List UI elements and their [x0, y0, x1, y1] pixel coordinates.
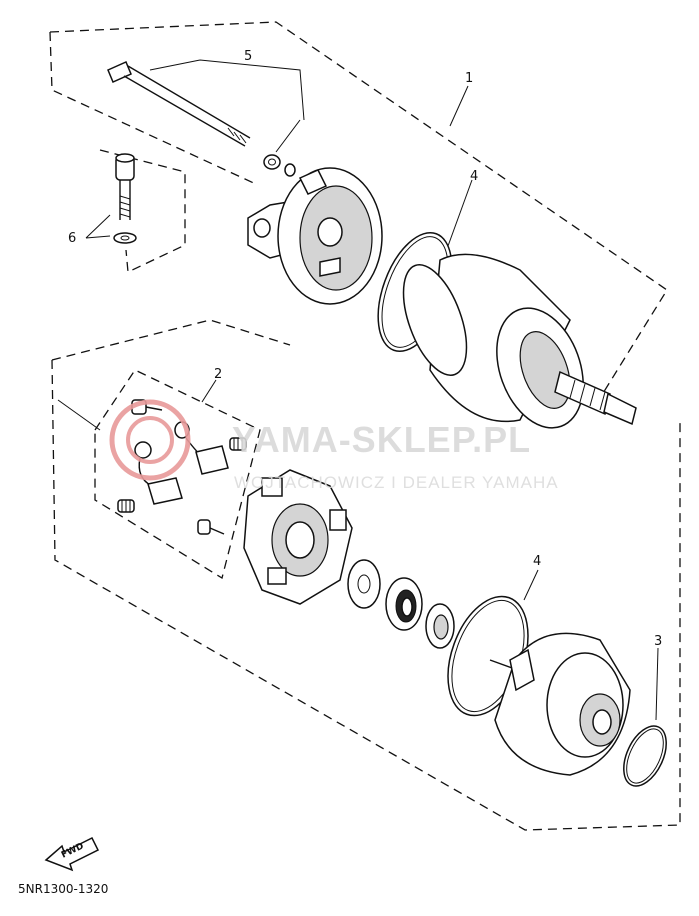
- cap-screw: [115, 153, 135, 220]
- callout-3: 3: [654, 634, 662, 649]
- yoke-and-armature: [402, 253, 637, 429]
- callout-labels: 1 2 3 4 4 5 6: [68, 49, 662, 649]
- assembly-outline-lower: [51, 319, 681, 831]
- rear-cover: [489, 632, 631, 776]
- watermark-sub-text: WOJTACHOWICZ I DEALER YAMAHA: [234, 473, 559, 492]
- watermark-logo: [109, 399, 191, 481]
- fwd-direction-badge: FWD: [44, 836, 100, 872]
- callout-4-upper: 4: [470, 169, 478, 184]
- thrust-washer: [347, 559, 381, 609]
- bearing-small: [425, 603, 455, 649]
- brush-holder-plate: [243, 469, 353, 605]
- watermark: YAMA-SKLEP.PL WOJTACHOWICZ I DEALER YAMA…: [109, 399, 559, 492]
- callout-6: 6: [68, 231, 76, 246]
- bolt-o-ring: [284, 163, 296, 177]
- callout-1: 1: [465, 71, 473, 86]
- assembly-outline-upper: [49, 21, 668, 399]
- through-bolt: [107, 61, 251, 147]
- callout-2: 2: [214, 367, 222, 382]
- callout-4-lower: 4: [533, 554, 541, 569]
- callout-5: 5: [244, 49, 252, 64]
- bolt-washer: [263, 154, 281, 170]
- watermark-main-text: YAMA-SKLEP.PL: [232, 419, 531, 460]
- assembly-outline-bolt-group: [99, 149, 186, 273]
- brush-set-outline: [94, 369, 261, 580]
- front-cover: [247, 167, 383, 305]
- screw-washer: [113, 232, 137, 244]
- bearing-large: [385, 577, 423, 631]
- o-ring-small: [623, 725, 667, 787]
- leader-lines: [57, 59, 659, 721]
- drawing-code: 5NR1300-1320: [18, 882, 108, 896]
